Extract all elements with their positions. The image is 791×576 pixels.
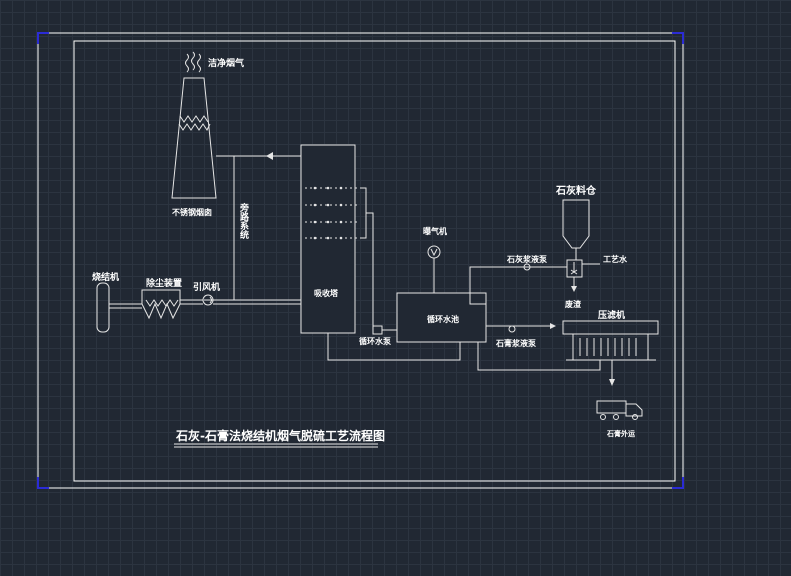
- flue-to-absorber-line: [213, 299, 301, 305]
- smoke-icon: [185, 51, 201, 73]
- truck-icon: [596, 400, 643, 420]
- sintering-machine-icon: [96, 282, 110, 333]
- arrow-icon: [609, 379, 615, 386]
- absorber-label: 吸收塔: [314, 288, 339, 298]
- flue-inlet-line: [109, 303, 142, 309]
- arrow-icon: [571, 286, 577, 292]
- aeration-fan-label: 曝气机: [423, 226, 447, 236]
- chimney-label: 不锈钢烟囱: [172, 207, 212, 217]
- lime-slurry-line: [469, 263, 567, 305]
- page-title: 石灰-石膏法烧结机烟气脱硫工艺流程图: [175, 428, 385, 443]
- waste-slag-label: 废渣: [565, 299, 582, 309]
- lime-silo-label: 石灰料仓: [555, 184, 597, 197]
- dust-remover-label: 除尘装置: [146, 277, 182, 289]
- filtrate-return-line: [477, 342, 601, 371]
- outer-frame: [37, 32, 684, 489]
- sintering-machine-label: 烧结机: [92, 271, 119, 283]
- absorber-drain-line: [327, 333, 461, 361]
- filter-press-label: 压滤机: [598, 309, 625, 321]
- spray-header-lines: [305, 187, 360, 239]
- frame-corner-marks: [37, 32, 684, 489]
- arrow-icon: [550, 323, 556, 329]
- arrow-icon: [266, 152, 273, 160]
- process-water-label: 工艺水: [603, 254, 628, 264]
- lime-silo-icon: [562, 199, 590, 260]
- gypsum-pump-label: 石膏浆液泵: [495, 338, 536, 348]
- circulation-pool-icon: [396, 292, 487, 343]
- mixing-tank-icon: [566, 259, 583, 278]
- spray-nozzle-icons: [313, 186, 343, 240]
- spray-supply-line: [360, 187, 378, 327]
- gypsum-out-label: 石膏外运: [606, 429, 636, 438]
- circulation-pool-label: 循环水池: [426, 314, 459, 324]
- aeration-fan-icon: [427, 245, 441, 293]
- filter-press-icon: [562, 320, 659, 361]
- title-underline: [174, 443, 378, 448]
- induced-fan-label: 引风机: [193, 281, 220, 293]
- inner-frame: [73, 40, 676, 482]
- gypsum-slurry-line: [486, 325, 552, 333]
- circulation-pump-label: 循环水泵: [358, 336, 391, 346]
- bypass-label: 旁路系统: [238, 202, 250, 240]
- induced-fan-icon: [202, 294, 214, 306]
- circulation-pump-icon: [372, 325, 397, 335]
- flue-return-line: [216, 155, 301, 300]
- dust-remover-icon: [141, 289, 181, 320]
- clean-flue-gas-label: 洁净烟气: [208, 57, 244, 69]
- chimney-icon: [171, 77, 217, 199]
- flue-to-fan-line: [180, 299, 203, 305]
- lime-slurry-pump-label: 石灰浆液泵: [506, 254, 547, 264]
